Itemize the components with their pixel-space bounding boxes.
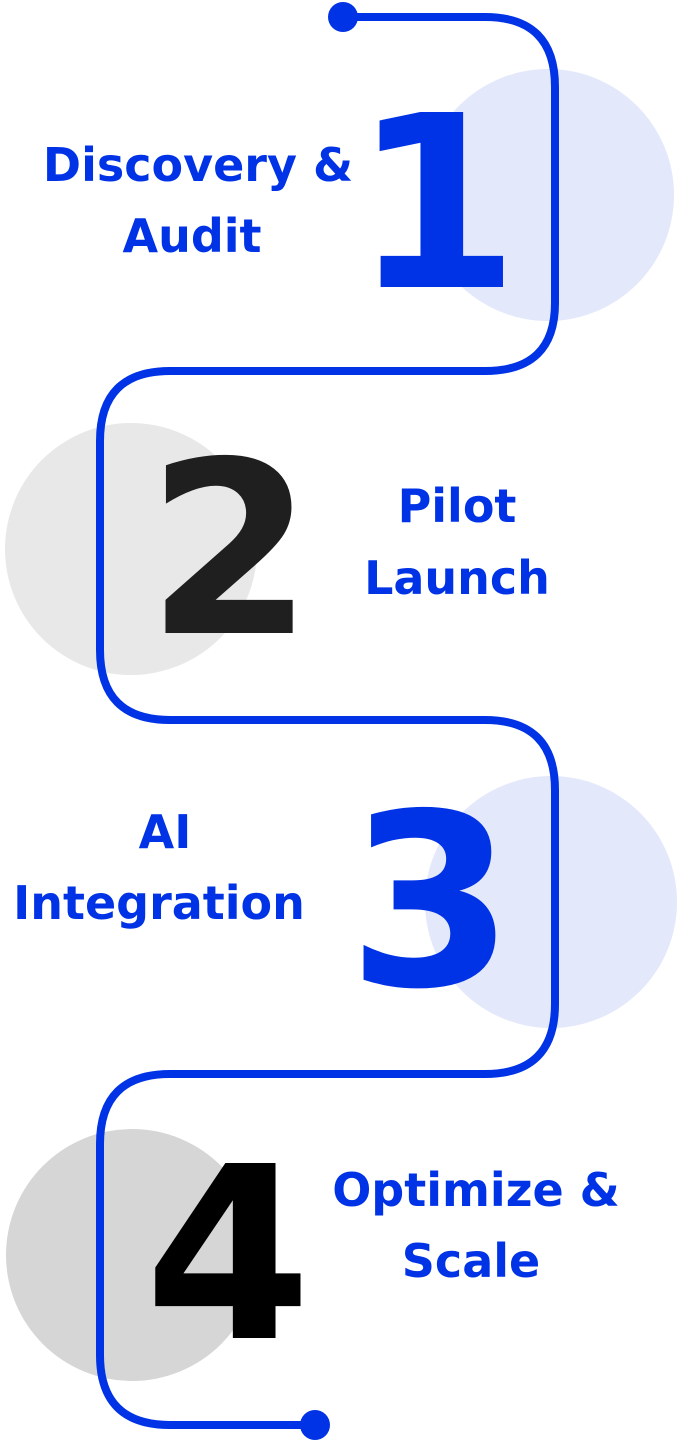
step-1-label-line2: Audit xyxy=(122,209,261,263)
step-3-label-line2: Integration xyxy=(13,876,305,930)
step-2-circle xyxy=(5,423,257,675)
step-2-number: 2 xyxy=(147,410,314,690)
start-dot xyxy=(328,2,358,32)
step-4-number: 4 xyxy=(145,1115,312,1395)
step-2-label-line2: Launch xyxy=(364,551,550,605)
step-4-label-line1: Optimize & xyxy=(332,1163,620,1217)
end-dot xyxy=(300,1410,330,1440)
step-1-circle xyxy=(422,69,674,321)
step-4-label-line2: Scale xyxy=(402,1234,540,1288)
step-4-circle xyxy=(6,1129,258,1381)
step-1-label-line1: Discovery & xyxy=(43,138,353,192)
step-3-number: 3 xyxy=(348,762,515,1042)
step-1-number: 1 xyxy=(353,64,520,344)
step-2-label-line1: Pilot xyxy=(398,479,517,533)
connector-path xyxy=(96,13,559,1429)
step-3-label-line1: AI xyxy=(139,805,192,859)
